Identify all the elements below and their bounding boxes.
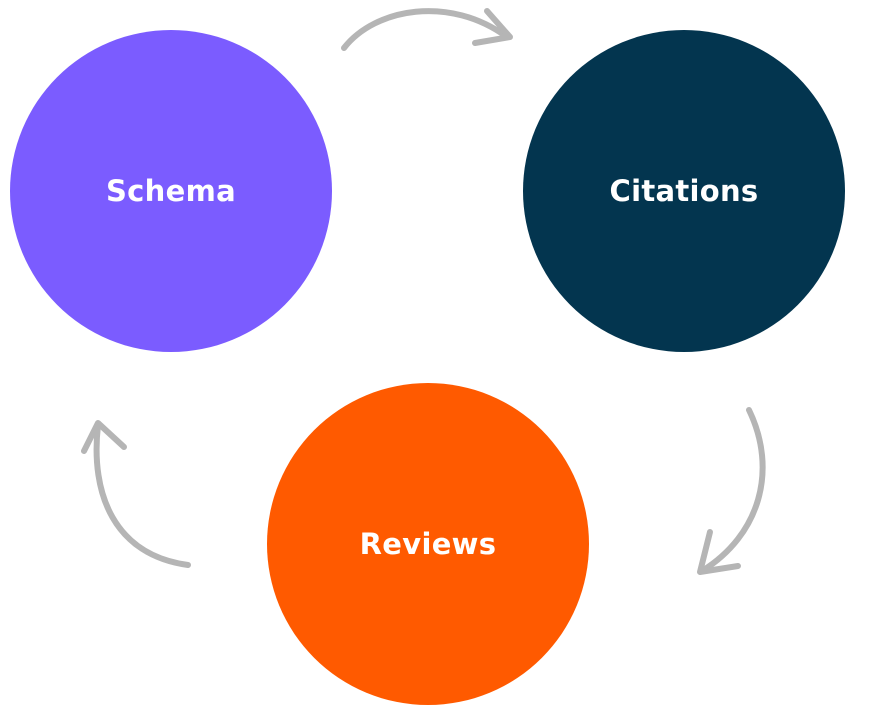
arrow-citations-to-reviews-shaft [699,407,766,574]
node-schema: Schema [10,30,332,352]
arrow-schema-to-citations [341,8,513,51]
arrow-schema-to-citations-head [472,8,513,46]
arrow-reviews-to-schema-shaft [93,422,191,568]
arrow-schema-to-citations-shaft [341,8,510,51]
node-reviews: Reviews [267,383,589,705]
arrow-reviews-to-schema-head [81,420,127,454]
node-citations-label: Citations [609,174,759,208]
node-schema-label: Schema [106,174,236,208]
node-reviews-label: Reviews [359,527,497,561]
node-citations: Citations [523,30,845,352]
arrow-reviews-to-schema [81,420,191,568]
arrow-citations-to-reviews-head [697,529,741,575]
arrow-citations-to-reviews [697,407,766,575]
